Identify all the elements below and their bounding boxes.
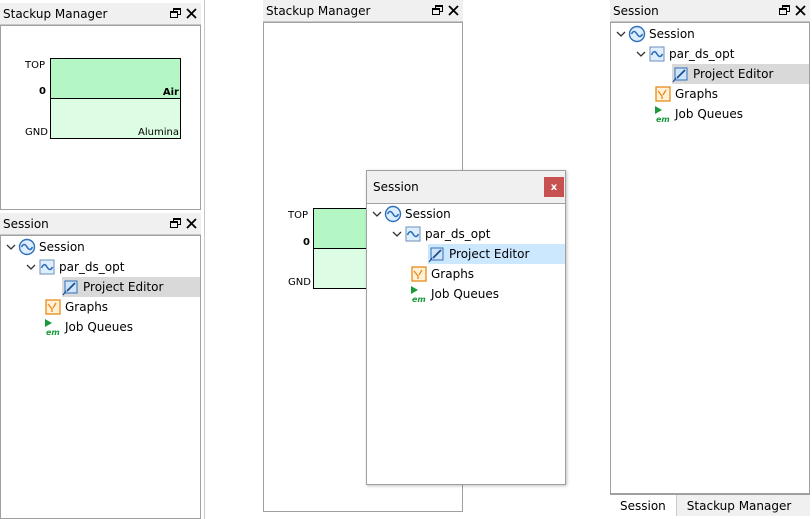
tree-item-session[interactable]: Session <box>4 237 85 257</box>
tab-label: Session <box>620 498 666 513</box>
tab-label: Stackup Manager <box>686 498 792 513</box>
tree-label: Project Editor <box>83 280 164 294</box>
stackup-manager-panel-center: Stackup Manager TOP 0 GND <box>263 0 463 512</box>
session-floating-window[interactable]: Session x Session par_ds_opt Project Edi… <box>366 170 566 485</box>
tree-item-graphs[interactable]: Graphs <box>654 84 718 104</box>
close-icon: x <box>550 181 558 193</box>
session-tree: Session par_ds_opt Project Editor Graphs… <box>610 22 810 494</box>
tab-session[interactable]: Session <box>610 495 677 516</box>
session-wave-icon <box>384 205 402 223</box>
chevron-down-icon[interactable] <box>390 231 404 237</box>
session-tree: Session par_ds_opt Project Editor Graphs… <box>0 235 201 519</box>
tree-item-project[interactable]: par_ds_opt <box>390 224 490 244</box>
session-panel-left: Session Session par_ds_opt Project Edito… <box>0 213 201 519</box>
close-icon[interactable] <box>447 4 460 17</box>
tree-item-job-queues[interactable]: em Job Queues <box>44 317 133 337</box>
floating-tree: Session par_ds_opt Project Editor Graphs… <box>367 203 565 484</box>
gnd-label: GND <box>25 127 48 138</box>
dock-divider <box>204 0 205 519</box>
float-window-icon[interactable] <box>169 7 182 20</box>
close-icon[interactable] <box>185 7 198 20</box>
tree-label: Graphs <box>431 267 475 281</box>
tree-item-project[interactable]: par_ds_opt <box>24 257 124 277</box>
tree-label: Session <box>39 240 85 254</box>
project-editor-icon <box>428 245 446 263</box>
floating-titlebar[interactable]: Session x <box>367 171 565 203</box>
graphs-icon <box>410 265 428 283</box>
air-layer[interactable]: Air <box>50 58 181 100</box>
float-window-icon[interactable] <box>778 4 791 17</box>
project-editor-icon <box>672 65 690 83</box>
tree-label: Job Queues <box>65 320 133 334</box>
tree-item-session[interactable]: Session <box>614 24 695 44</box>
session-wave-icon <box>628 25 646 43</box>
top-label: TOP <box>288 210 309 221</box>
float-window-icon[interactable] <box>169 217 182 230</box>
session-panel-right: Session Session par_ds_opt Project Edito… <box>610 0 810 494</box>
tree-item-job-queues[interactable]: em Job Queues <box>654 104 743 124</box>
tree-item-graphs[interactable]: Graphs <box>44 297 108 317</box>
dock-tab-bar: Session Stackup Manager <box>610 494 810 516</box>
tree-item-graphs[interactable]: Graphs <box>410 264 474 284</box>
stackup-manager-panel-left: Stackup Manager TOP 0 GND Air Alumina <box>0 3 201 210</box>
job-queues-em-icon: em <box>410 285 428 303</box>
tree-label: par_ds_opt <box>669 47 735 61</box>
close-icon[interactable] <box>794 4 807 17</box>
close-button[interactable]: x <box>544 177 564 197</box>
svg-text:em: em <box>46 328 60 336</box>
tree-item-project-editor[interactable]: Project Editor <box>62 277 200 297</box>
chevron-down-icon[interactable] <box>24 264 38 270</box>
stackup-manager-titlebar[interactable]: Stackup Manager <box>263 0 463 22</box>
tree-label: Job Queues <box>431 287 499 301</box>
tree-label: par_ds_opt <box>59 260 125 274</box>
float-window-icon[interactable] <box>431 4 444 17</box>
chevron-down-icon[interactable] <box>4 244 18 250</box>
svg-text:em: em <box>656 115 670 123</box>
tree-label: par_ds_opt <box>425 227 491 241</box>
tree-label: Project Editor <box>693 67 774 81</box>
tree-label: Session <box>649 27 695 41</box>
project-wave-icon <box>38 258 56 276</box>
panel-title: Stackup Manager <box>3 6 108 21</box>
project-wave-icon <box>404 225 422 243</box>
tree-item-session[interactable]: Session <box>370 204 451 224</box>
tree-label: Project Editor <box>449 247 530 261</box>
air-layer-label: Air <box>162 87 179 98</box>
alumina-layer-label: Alumina <box>138 127 179 138</box>
panel-title: Session <box>613 3 659 18</box>
tree-label: Graphs <box>65 300 109 314</box>
tree-item-job-queues[interactable]: em Job Queues <box>410 284 499 304</box>
top-label: TOP <box>25 60 46 71</box>
window-title: Session <box>373 180 419 194</box>
project-editor-icon <box>62 278 80 296</box>
svg-text:em: em <box>412 295 426 303</box>
alumina-layer[interactable]: Alumina <box>50 99 181 139</box>
tree-item-project-editor[interactable]: Project Editor <box>428 244 565 264</box>
session-titlebar[interactable]: Session <box>610 0 810 22</box>
session-wave-icon <box>18 238 36 256</box>
stackup-manager-titlebar[interactable]: Stackup Manager <box>0 3 201 25</box>
job-queues-em-icon: em <box>654 105 672 123</box>
panel-title: Stackup Manager <box>266 3 371 18</box>
tree-item-project-editor[interactable]: Project Editor <box>672 64 809 84</box>
tree-label: Session <box>405 207 451 221</box>
chevron-down-icon[interactable] <box>370 211 384 217</box>
graphs-icon <box>44 298 62 316</box>
stackup-canvas: TOP 0 GND Air Alumina <box>0 25 201 210</box>
graphs-icon <box>654 85 672 103</box>
close-icon[interactable] <box>185 217 198 230</box>
chevron-down-icon[interactable] <box>634 51 648 57</box>
zero-label: 0 <box>303 237 310 248</box>
tree-item-project[interactable]: par_ds_opt <box>634 44 734 64</box>
session-titlebar[interactable]: Session <box>0 213 201 235</box>
chevron-down-icon[interactable] <box>614 31 628 37</box>
tree-label: Graphs <box>675 87 719 101</box>
project-wave-icon <box>648 45 666 63</box>
gnd-label: GND <box>288 277 311 288</box>
tree-label: Job Queues <box>675 107 743 121</box>
tab-stackup-manager[interactable]: Stackup Manager <box>677 495 802 516</box>
zero-label: 0 <box>39 86 46 97</box>
job-queues-em-icon: em <box>44 318 62 336</box>
panel-title: Session <box>3 216 49 231</box>
